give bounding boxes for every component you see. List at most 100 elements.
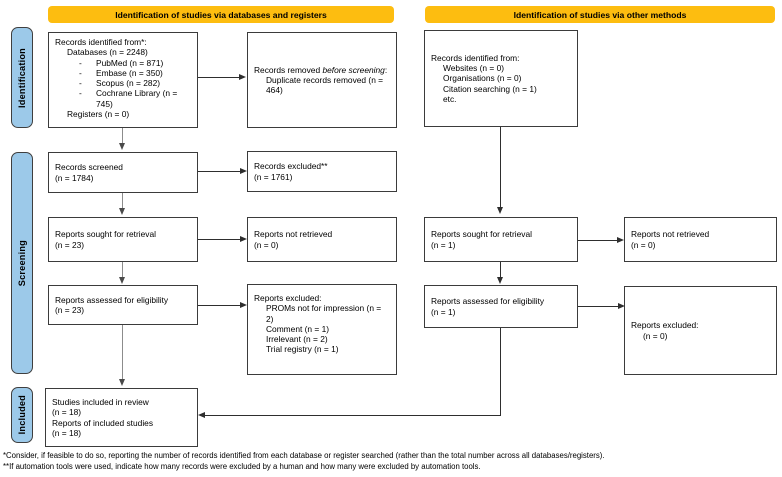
box-records-identified-databases: Records identified from*: Databases (n =… (48, 32, 198, 128)
box-text-line: Reports sought for retrieval (55, 229, 157, 240)
box-text-line: etc. (443, 93, 457, 104)
arrow-right-icon (240, 168, 247, 174)
box-text-line: Records identified from*: (55, 37, 147, 47)
box-text-line: Reports sought for retrieval (431, 229, 533, 240)
connector-assessed-to-reasons-line (198, 305, 240, 307)
text-segment-italic: before screening (322, 64, 385, 75)
box-text-line: Records screened (55, 162, 123, 173)
exclusion-reason: Comment (n = 1) (266, 323, 330, 334)
box-reports-not-retrieved-other: Reports not retrieved (n = 0) (624, 217, 777, 262)
text-segment: Records removed (254, 64, 323, 75)
arrow-right-icon (617, 237, 624, 243)
arrow-down-icon (119, 208, 125, 215)
stage-screening: Screening (11, 152, 33, 374)
connector-other-sought-to-assessed-line (500, 262, 502, 278)
banner-other-methods: Identification of studies via other meth… (425, 6, 775, 23)
box-text-line: (n = 18) (52, 407, 82, 418)
arrow-right-icon (239, 74, 246, 80)
arrow-left-icon (198, 412, 205, 418)
footnote-automation: **If automation tools were used, indicat… (3, 462, 481, 471)
box-text-line: (n = 0) (254, 239, 279, 250)
exclusion-reason: Trial registry (n = 1) (266, 344, 339, 355)
box-text-line: Websites (n = 0) (443, 63, 505, 74)
arrow-right-icon (240, 302, 247, 308)
box-text-line: Studies included in review (52, 397, 149, 407)
box-text-line: (n = 1761) (254, 171, 293, 182)
dash-bullet: - (79, 57, 82, 68)
text-segment: : (384, 64, 388, 75)
connector-other-assessed-to-excluded-line (578, 306, 618, 308)
box-text-line: Reports excluded: (254, 293, 322, 303)
dash-bullet: - (79, 67, 82, 78)
connector-other-sought-to-notretrieved-line (578, 240, 617, 242)
exclusion-reason: Irrelevant (n = 2) (266, 334, 328, 344)
box-records-screened: Records screened (n = 1784) (48, 152, 198, 193)
connector-other-identified-to-sought-line (500, 127, 502, 208)
box-studies-included: Studies included in review (n = 18) Repo… (45, 388, 198, 447)
arrow-down-icon (497, 277, 503, 284)
box-text-line: - PubMed (n = 871) (55, 58, 191, 68)
box-reports-assessed-other: Reports assessed for eligibility (n = 1) (424, 285, 578, 328)
stage-included: Included (11, 387, 33, 443)
box-text-line: Registers (n = 0) (67, 108, 130, 119)
box-reports-excluded-reasons: Reports excluded: PROMs not for impressi… (247, 284, 397, 375)
box-text-line: Databases (n = 2248) (67, 47, 148, 58)
source-item: PubMed (n = 871) (96, 57, 164, 68)
connector-screened-to-sought-line (122, 193, 124, 209)
connector-assessed-to-included-line (122, 325, 124, 380)
banner-databases-registers: Identification of studies via databases … (48, 6, 394, 23)
source-item: Scopus (n = 282) (96, 78, 161, 88)
box-records-excluded: Records excluded** (n = 1761) (247, 151, 397, 192)
banner-other-methods-label: Identification of studies via other meth… (513, 9, 687, 20)
box-text-line: Citation searching (n = 1) (443, 83, 537, 94)
banner-databases-registers-label: Identification of studies via databases … (115, 9, 327, 20)
box-reports-not-retrieved: Reports not retrieved (n = 0) (247, 217, 397, 262)
box-text-line: (n = 18) (52, 427, 82, 438)
connector-identified-to-screened-line (122, 128, 124, 144)
box-records-removed: Records removed before screening: Duplic… (247, 32, 397, 128)
box-text-line: Records identified from: (431, 52, 520, 63)
box-text-line: (n = 23) (55, 239, 85, 250)
stage-identification-label: Identification (17, 47, 27, 108)
box-records-identified-other: Records identified from: Websites (n = 0… (424, 30, 578, 127)
box-text-line: (n = 1) (431, 239, 456, 250)
connector-other-assessed-to-included-line (204, 415, 501, 417)
box-text-line: Organisations (n = 0) (443, 73, 522, 84)
box-text-line: Duplicate records removed (n = 464) (266, 74, 384, 96)
box-reports-sought: Reports sought for retrieval (n = 23) (48, 217, 198, 262)
box-reports-excluded-other: Reports excluded: (n = 0) (624, 286, 777, 375)
box-text-line: Reports assessed for eligibility (55, 294, 169, 305)
connector-sought-to-notretrieved-line (198, 239, 240, 241)
stage-identification: Identification (11, 27, 33, 128)
box-text-line: Reports not retrieved (631, 229, 710, 240)
arrow-right-icon (618, 303, 625, 309)
box-text-line: - Scopus (n = 282) (55, 78, 191, 88)
box-text-line: (n = 0) (631, 239, 656, 250)
connector-sought-to-assessed-line (122, 262, 124, 278)
stage-included-label: Included (17, 395, 27, 435)
box-text-line: Reports not retrieved (254, 229, 333, 240)
footnote-databases: *Consider, if feasible to do so, reporti… (3, 451, 605, 460)
stage-screening-label: Screening (17, 239, 27, 287)
box-text-line: Reports assessed for eligibility (431, 296, 545, 307)
box-text-line: (n = 1784) (55, 172, 94, 183)
box-text-line: - Cochrane Library (n = 745) (55, 88, 191, 109)
connector-identified-to-removed-line (198, 77, 239, 79)
arrow-down-icon (497, 207, 503, 214)
box-text-line: (n = 23) (55, 305, 85, 315)
dash-bullet: - (79, 78, 82, 88)
box-text-line: Records excluded** (254, 161, 328, 172)
box-reports-sought-other: Reports sought for retrieval (n = 1) (424, 217, 578, 262)
connector-screened-to-excluded-line (198, 171, 240, 173)
box-text-line: (n = 0) (643, 330, 668, 341)
exclusion-reason: PROMs not for impression (n = 2) (266, 303, 382, 324)
box-text-line: Reports of included studies (52, 417, 154, 428)
dash-bullet: - (79, 88, 82, 99)
arrow-down-icon (119, 277, 125, 284)
box-text-line: (n = 1) (431, 306, 456, 317)
arrow-down-icon (119, 143, 125, 150)
arrow-down-icon (119, 379, 125, 386)
arrow-right-icon (240, 236, 247, 242)
box-text-line: Records removed before screening: (254, 65, 390, 75)
source-item: Cochrane Library (n = 745) (96, 88, 178, 109)
